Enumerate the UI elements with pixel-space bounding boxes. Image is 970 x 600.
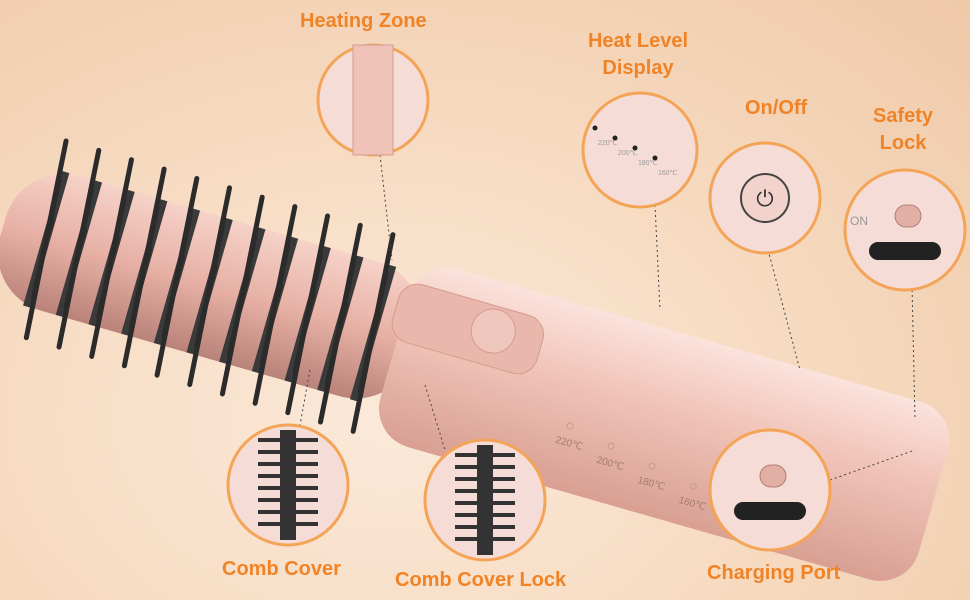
bristle (23, 236, 49, 341)
bristles (23, 138, 397, 434)
usb-c-port-icon (869, 242, 941, 260)
bristle (252, 302, 278, 406)
bristle (89, 255, 115, 359)
bristle (305, 292, 316, 317)
bristle (370, 311, 382, 336)
heat-level-dot (689, 482, 697, 490)
bristle (109, 236, 120, 261)
bristle (174, 255, 185, 280)
bristle (350, 330, 376, 434)
bristle (187, 283, 213, 387)
label-charging-port: Charging Port (707, 562, 841, 584)
bristle (121, 264, 147, 369)
lock-switch (759, 464, 787, 488)
lock-button (470, 308, 516, 354)
heat-level-label: 180℃ (638, 160, 658, 167)
callout-comb-cover-lock (423, 438, 547, 562)
heat-level-dot (566, 422, 574, 430)
label-heating-zone: Heating Zone (300, 10, 427, 32)
heat-level-label: 200℃ (618, 150, 638, 157)
callout-heating-zone (316, 43, 430, 157)
label-comb-cover-lock: Comb Cover Lock (395, 569, 567, 591)
bristle (76, 226, 87, 252)
callout-on-off: ⏻ (708, 141, 822, 255)
label-safety-lock: Safety Lock (872, 105, 934, 154)
label-on-off: On/Off (745, 97, 808, 119)
power-icon (740, 173, 790, 223)
bristle (141, 245, 153, 270)
callout-comb-cover (226, 423, 350, 547)
bristle (43, 217, 55, 242)
callout-safety-lock: ON (843, 168, 967, 292)
label-heat-level-display: Heat Level Display (587, 30, 689, 79)
label-comb-cover: Comb Cover (222, 558, 341, 580)
bristle (285, 311, 311, 416)
comb-cover-lock-tab (391, 283, 544, 375)
heat-level-label: 160℃ (658, 170, 678, 177)
bristle (337, 301, 349, 327)
heat-level-dot (648, 462, 656, 470)
bristle (56, 246, 82, 350)
leader-lines (299, 154, 916, 481)
bristle (317, 321, 343, 425)
lock-switch (894, 204, 922, 228)
bristle (154, 274, 180, 378)
lock-on-marking: ON (850, 214, 868, 228)
bristle (219, 293, 245, 397)
heat-level-label: 220℃ (598, 140, 618, 147)
heat-level-dot (607, 442, 615, 450)
bristle (207, 264, 218, 289)
bristle (272, 283, 283, 308)
usb-c-port-icon (734, 502, 806, 520)
bristle (239, 273, 251, 299)
svg-text:⏻: ⏻ (756, 186, 773, 211)
callout-charging-port (708, 428, 832, 552)
